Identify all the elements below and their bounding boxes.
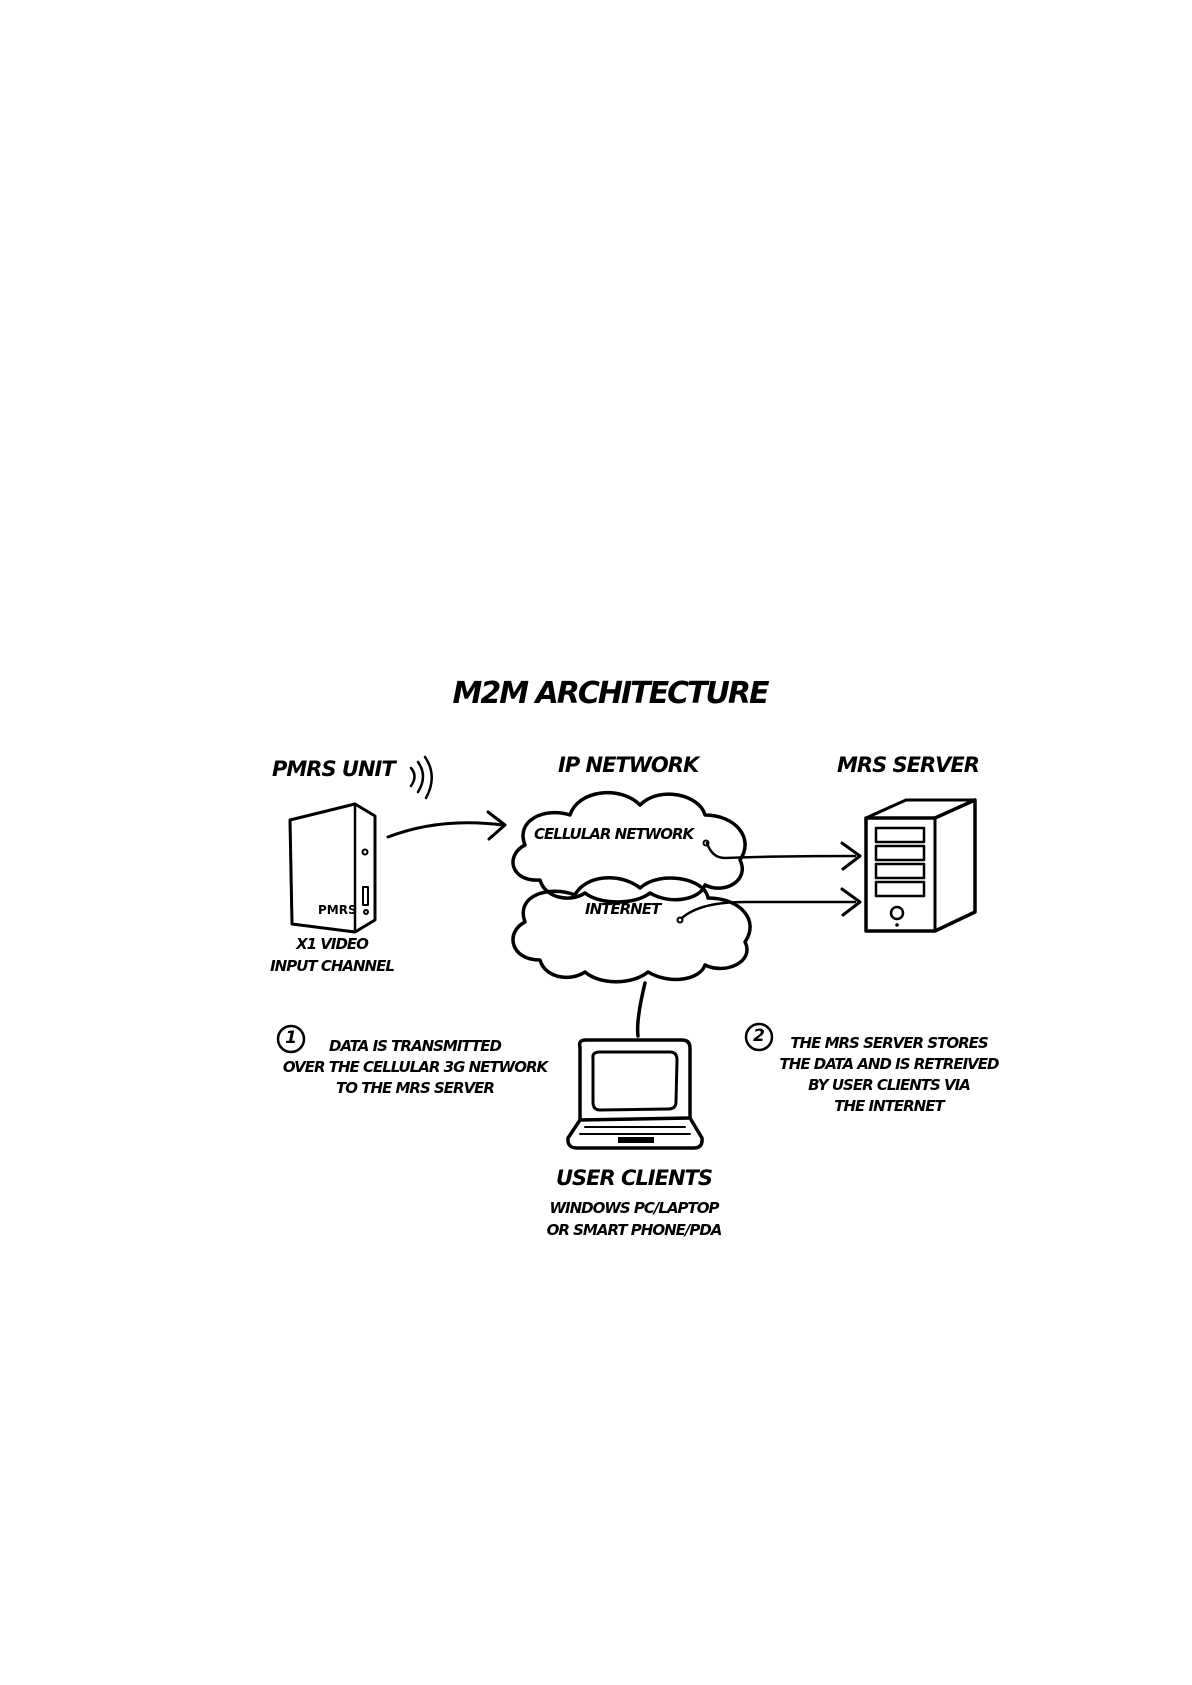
- note-line: TO THE MRS SERVER: [336, 1079, 495, 1097]
- user-clients-caption: WINDOWS PC/LAPTOP OR SMART PHONE/PDA: [520, 1197, 748, 1241]
- note-number-circle: [744, 1022, 774, 1052]
- note-line: DATA IS TRANSMITTED: [329, 1037, 502, 1055]
- user-clients-heading: USER CLIENTS: [556, 1166, 713, 1190]
- note-line: OVER THE CELLULAR 3G NETWORK: [282, 1058, 548, 1076]
- note-line: THE INTERNET: [834, 1097, 944, 1115]
- caption-line: x1 VIDEO: [296, 935, 369, 953]
- note-line: THE DATA AND IS RETREIVED: [779, 1055, 1000, 1073]
- pmrs-device-icon: [288, 802, 377, 934]
- note-1: DATA IS TRANSMITTED OVER THE CELLULAR 3G…: [270, 1036, 560, 1099]
- pmrs-unit-caption: x1 VIDEO INPUT CHANNEL: [262, 933, 402, 977]
- cellular-network-label: CELLULAR NETWORK: [534, 825, 694, 843]
- caption-line: WINDOWS PC/LAPTOP: [549, 1199, 719, 1217]
- caption-line: INPUT CHANNEL: [270, 957, 395, 975]
- note-number: 2: [753, 1026, 765, 1046]
- wireless-signal-icon: [409, 755, 433, 800]
- note-2: THE MRS SERVER STORES THE DATA AND IS RE…: [754, 1033, 1024, 1117]
- ip-network-heading: IP NETWORK: [558, 753, 699, 777]
- pmrs-unit-heading: PMRS UNIT: [272, 757, 396, 781]
- caption-line: OR SMART PHONE/PDA: [546, 1221, 723, 1239]
- laptop-icon: [566, 1038, 704, 1150]
- internet-label: INTERNET: [585, 900, 661, 918]
- note-line: BY USER CLIENTS VIA: [808, 1076, 971, 1094]
- mrs-server-heading: MRS SERVER: [837, 753, 980, 777]
- note-number-circle: [276, 1024, 306, 1054]
- pmrs-device-label: PMRS: [318, 903, 357, 917]
- note-number: 1: [285, 1028, 297, 1048]
- arrow-pmrs-to-network: [386, 810, 507, 841]
- cloud-icon: [511, 790, 747, 904]
- arrow-cellular-to-server: [702, 839, 862, 871]
- server-tower-icon: [864, 798, 977, 933]
- diagram-title: M2M ARCHITECTURE: [452, 676, 769, 711]
- link-internet-to-laptop: [635, 981, 647, 1038]
- arrow-internet-to-server: [676, 887, 862, 924]
- note-line: THE MRS SERVER STORES: [790, 1034, 988, 1052]
